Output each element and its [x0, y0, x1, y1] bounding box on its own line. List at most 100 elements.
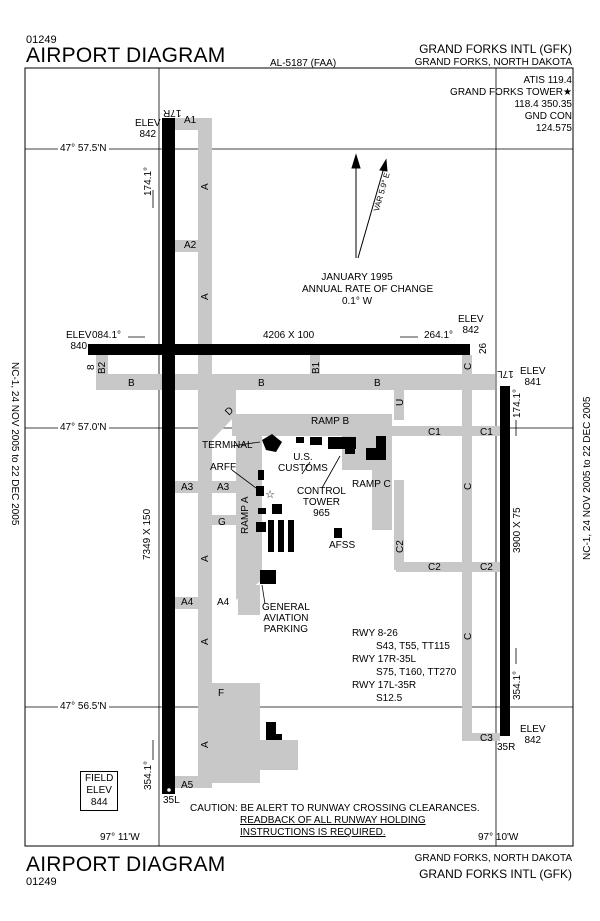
- mag-var-date: JANUARY 1995: [321, 272, 393, 283]
- caution-line-2: READBACK OF ALL RUNWAY HOLDING: [240, 815, 426, 826]
- runway-17r-35l: [162, 118, 175, 794]
- rwy-17r-label: 17R: [163, 107, 182, 118]
- atis-frequency: ATIS 119.4: [523, 75, 572, 86]
- taxiway-a-label-5: A: [200, 741, 211, 748]
- taxiway-e-pavement: [210, 481, 238, 493]
- taxiway-b-label-1: B: [128, 378, 135, 389]
- bldg-9: [258, 508, 266, 514]
- rwy-info-8-26: RWY 8-26: [352, 628, 398, 639]
- rwy-info-17l-35r-strength: S12.5: [376, 693, 403, 704]
- diagram-frame: [24, 67, 574, 847]
- customs-label: U.S. CUSTOMS: [278, 452, 328, 474]
- rwy-35l-threshold-mark: [167, 788, 171, 792]
- rwy-35r-elev: ELEV 842: [520, 724, 546, 746]
- taxiway-b-pavement: [100, 374, 495, 390]
- taxiway-a5-label: A5: [181, 780, 194, 791]
- ground-frequency: 124.575: [535, 123, 572, 134]
- lat-label-1: 47° 57.5'N: [58, 143, 109, 154]
- rwy-26-label: 26: [478, 342, 489, 354]
- taxiway-a3-pavement: [170, 481, 212, 493]
- taxiway-c2-pavement: [396, 562, 500, 572]
- taxiway-a-label-4: A: [200, 638, 211, 645]
- taxiway-a2-pavement: [170, 240, 212, 252]
- airport-name-top: GRAND FORKS INTL (GFK): [419, 42, 572, 56]
- caution-note: CAUTION: BE ALERT TO RUNWAY CROSSING CLE…: [190, 803, 480, 839]
- arff-building: [258, 470, 264, 480]
- rwy-17r-35l-dims: 7349 X 150: [142, 508, 153, 560]
- taxiway-c-label-3: C: [463, 632, 474, 640]
- ground-label: GND CON: [524, 111, 572, 122]
- magnetic-north-line: [357, 163, 386, 259]
- footer-title: AIRPORT DIAGRAM: [26, 853, 226, 876]
- rwy-35r-heading: 354.1°: [512, 670, 523, 700]
- footer-doc-number: 01249: [26, 876, 57, 888]
- callout-lines: [231, 441, 341, 605]
- taxiway-b1-pavement: [310, 355, 320, 390]
- rwy-35l-heading: 354.1°: [143, 760, 154, 790]
- runway-17l-35r: [500, 386, 510, 736]
- terminal-building: [262, 434, 282, 452]
- left-effective-date: NC-1, 24 NOV 2005 to 22 DEC 2005: [9, 362, 20, 526]
- ramp-b-pavement: [232, 414, 392, 436]
- taxiway-f-ramp: [260, 740, 298, 770]
- rwy-17r-heading: 174.1°: [143, 166, 154, 196]
- bldg-1: [296, 437, 304, 443]
- taxiway-a3-label: A3: [181, 482, 194, 493]
- lon-label-1: 97° 11'W: [100, 832, 140, 843]
- taxiway-a3-label-2: A3: [217, 482, 230, 493]
- taxiway-c-pavement: [462, 355, 472, 740]
- ramp-c-label: RAMP C: [352, 479, 391, 490]
- taxiway-c2-label-3: C2: [480, 562, 493, 573]
- ga-callout: [261, 584, 266, 605]
- customs-callout: [301, 461, 311, 475]
- mag-var-note: JANUARY 1995 ANNUAL RATE OF CHANGE 0.1° …: [302, 272, 433, 308]
- ramp-a-pavement: [236, 436, 262, 600]
- rwy-info-17r-35l: RWY 17R-35L: [352, 654, 417, 665]
- lat-label-3: 47° 56.5'N: [58, 701, 109, 712]
- rwy-35r-label: 35R: [497, 742, 516, 753]
- hangar-2: [278, 520, 284, 552]
- taxiway-b2-pavement: [96, 355, 108, 390]
- bldg-2: [310, 437, 322, 445]
- field-elevation-box: FIELD ELEV 844: [80, 771, 119, 811]
- arff-label: ARFF: [210, 462, 237, 473]
- taxiway-a-label-3: A: [200, 555, 211, 562]
- taxiway-a4-label-2: A4: [217, 597, 230, 608]
- taxiway-a5-pavement: [170, 776, 212, 788]
- rwy-26-elev: ELEV 842: [458, 314, 484, 336]
- terminal-callout: [231, 441, 261, 447]
- control-tower-label: CONTROL TOWER 965: [297, 486, 346, 519]
- magnetic-north-arrow-icon: [379, 158, 388, 172]
- rwy-26-heading: 264.1°: [424, 330, 454, 341]
- tower-label: GRAND FORKS TOWER★: [450, 87, 572, 98]
- rwy-35l-label: 35L: [163, 795, 180, 806]
- taxiway-a-label-2: A: [200, 293, 211, 300]
- mag-var-group: [351, 153, 388, 259]
- taxiway-c2-label-2: C2: [428, 562, 441, 573]
- caution-line-1: CAUTION: BE ALERT TO RUNWAY CROSSING CLE…: [190, 803, 480, 814]
- taxiway-a4-label: A4: [181, 597, 194, 608]
- taxiway-b-label-2: B: [258, 378, 265, 389]
- tower-frequency: 118.4 350.35: [514, 99, 572, 110]
- rwy-8-heading: 084.1°: [92, 330, 122, 341]
- pavement-group: [96, 118, 500, 788]
- rwy-info-17r-35l-strength: S75, T160, TT270: [376, 667, 457, 678]
- ramp-b-label: RAMP B: [311, 416, 350, 427]
- frequency-block: ATIS 119.4 GRAND FORKS TOWER★ 118.4 350.…: [450, 75, 572, 135]
- lon-label-2: 97° 10'W: [478, 832, 519, 843]
- rwy-8-elev: ELEV 840: [66, 330, 92, 352]
- runway-8-26: [88, 344, 470, 355]
- rwy-info-17l-35r: RWY 17L-35R: [352, 680, 417, 691]
- bldg-7: [256, 486, 264, 496]
- lat-label-2: 47° 57.0'N: [58, 422, 109, 433]
- true-north-arrow-icon: [351, 153, 361, 169]
- taxiway-g-pavement: [210, 515, 240, 525]
- rwy-17l-35r-dims: 3900 X 75: [512, 507, 523, 553]
- afss-building: [334, 528, 342, 538]
- taxiway-f-pavement: [212, 683, 260, 783]
- taxiway-a2-label: A2: [184, 240, 197, 251]
- hangar-3: [288, 520, 294, 552]
- page-title: AIRPORT DIAGRAM: [26, 44, 226, 67]
- hangar-1: [268, 520, 274, 552]
- taxiway-b-label-3: B: [374, 378, 381, 389]
